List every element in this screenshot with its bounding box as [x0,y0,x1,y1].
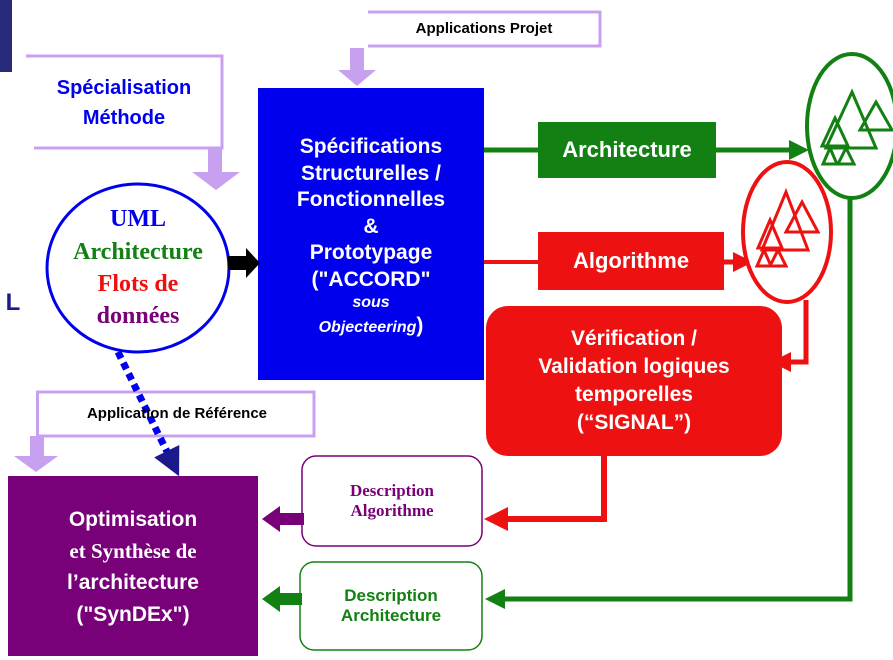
arrow-desc-arch-to-optimisation [262,586,302,612]
arrow-greentree-to-desc-arch [485,198,853,609]
specifications-label: Spécifications Structurelles / Fonctionn… [258,96,484,378]
description-algorithme-box [301,455,483,547]
specifications-box [258,88,484,380]
arrow-uml-to-optimisation [114,350,180,477]
arrow-uml-to-spec [228,248,260,278]
algorithme-label: Algorithme [572,247,690,273]
application-reference-group [14,390,316,472]
description-architecture-box [299,561,483,651]
spec-line8: Objecteering) [318,314,424,338]
description-algorithme-label: Description Algorithme [349,480,435,520]
arrow-redtree-verification [771,300,809,372]
green-tree-icon [805,52,893,200]
algorithme-box [538,232,724,290]
application-reference-label: Application de Référence [86,405,268,422]
arrow-desc-algo-to-optimisation [262,506,304,532]
description-architecture-label: Description Architecture [340,585,442,625]
applications-projet-label: Applications Projet [415,20,553,37]
verification-box [486,306,782,456]
verification-label: Vérification / Validation logiques tempo… [538,327,730,434]
specialisation-label: Spécialisation Méthode [56,77,192,129]
architecture-box [538,122,716,178]
red-tree-icon [741,160,833,304]
corner-bar [0,0,12,72]
architecture-label: Architecture [562,136,692,162]
optimisation-label: Optimisation et Synthèse de l’architectu… [67,508,199,626]
left-letter: L [5,288,21,316]
arrow-verification-to-desc-algo [484,456,607,531]
optimisation-box [8,476,258,656]
uml-label: UML Architecture Flots de données [73,206,203,330]
applications-projet-group [338,10,602,86]
specialisation-group [26,54,240,190]
